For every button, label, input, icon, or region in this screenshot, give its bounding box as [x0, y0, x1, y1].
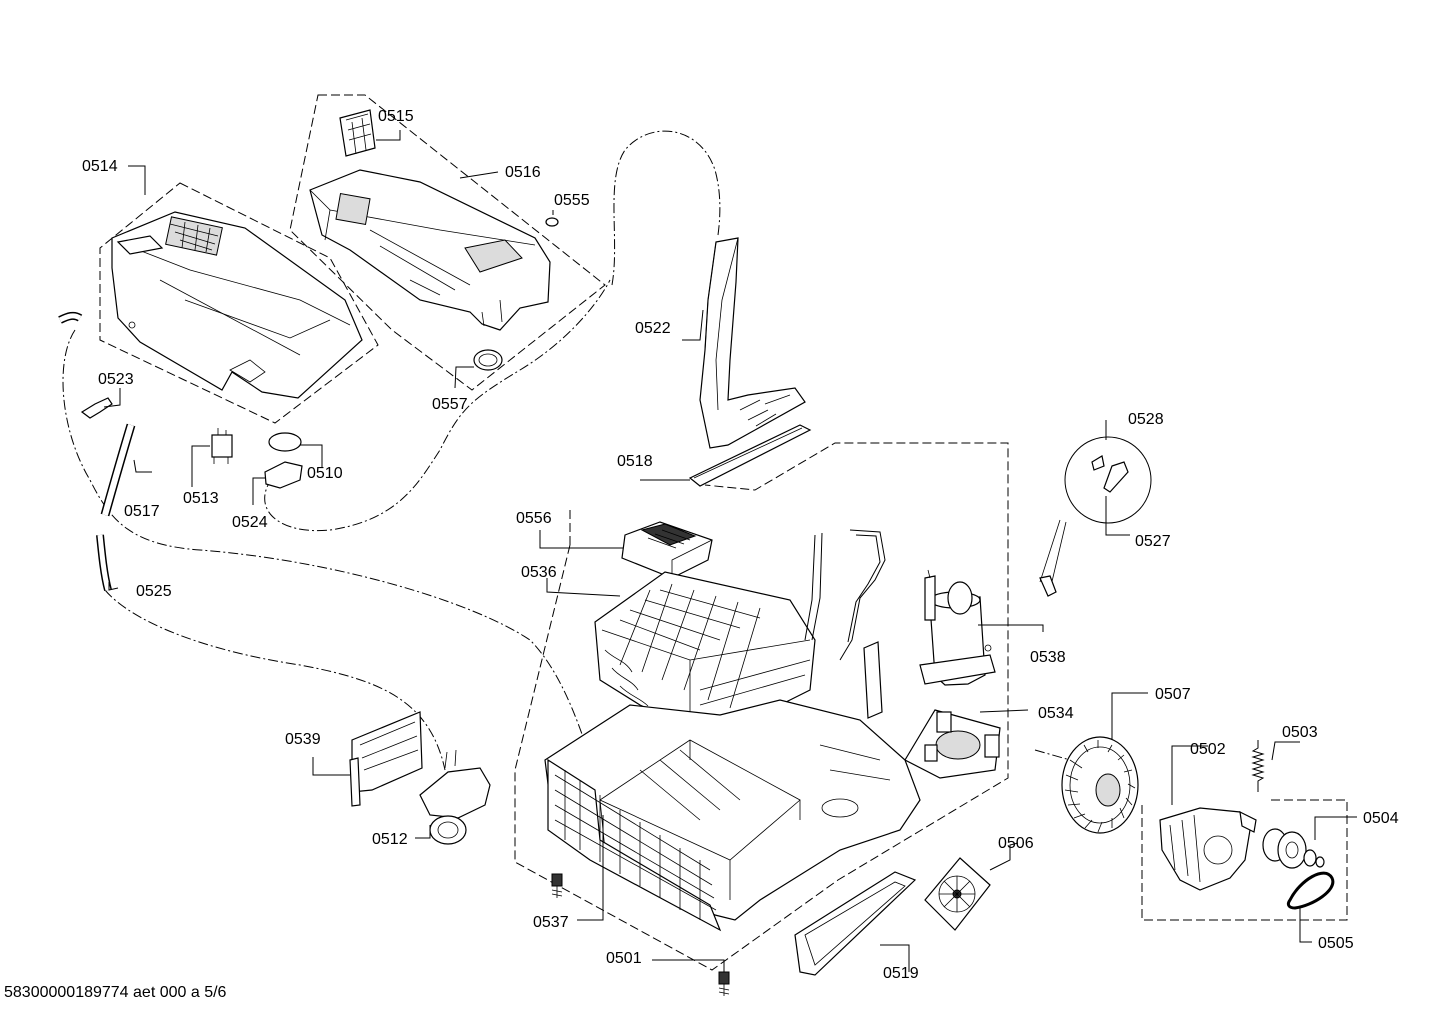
label-0534: 0534: [1038, 705, 1074, 722]
compressor-0538: [919, 569, 996, 686]
part-labels: 0514 0515 0516 0555 0557 0523 0517 0525 …: [82, 108, 1399, 982]
ring-seal-0557: [473, 349, 503, 371]
hose-upper: [58, 311, 83, 324]
label-0513: 0513: [183, 490, 219, 507]
label-0539: 0539: [285, 731, 321, 748]
label-0516: 0516: [505, 164, 541, 181]
motor-0502: [1159, 807, 1257, 891]
label-0538: 0538: [1030, 649, 1066, 666]
compressor-mount-0534: [904, 709, 1001, 779]
group-outlines: [99, 94, 1348, 971]
pulley-0504: [1262, 828, 1325, 869]
label-0518: 0518: [617, 453, 653, 470]
label-0555: 0555: [554, 192, 590, 209]
label-0537: 0537: [533, 914, 569, 931]
label-0501: 0501: [606, 950, 642, 967]
label-0536: 0536: [521, 564, 557, 581]
base-frame: [544, 699, 921, 921]
gasket-frame-0519: [794, 871, 917, 976]
label-0524: 0524: [232, 514, 268, 531]
hose-0525: [96, 534, 112, 592]
label-0556: 0556: [516, 510, 552, 527]
screw-0501: [718, 971, 730, 996]
belt-0505: [1286, 871, 1335, 910]
honeycomb-wall: [547, 758, 722, 932]
water-tray-0514: [111, 211, 363, 399]
leader-lines: [103, 130, 1357, 972]
fan-wheel-0507: [1061, 736, 1139, 834]
spring-0503: [1251, 740, 1265, 792]
label-0557: 0557: [432, 396, 468, 413]
small-cap-0555: [545, 217, 559, 227]
label-0505: 0505: [1318, 935, 1354, 952]
clip-0523: [80, 397, 113, 419]
filter-piece-0515: [339, 109, 376, 157]
pump-0512: [419, 749, 491, 845]
label-0519: 0519: [883, 965, 919, 982]
label-0503: 0503: [1282, 724, 1318, 741]
label-0514: 0514: [82, 158, 118, 175]
gasket-0524: [264, 461, 303, 489]
label-0515: 0515: [378, 108, 414, 125]
label-0523: 0523: [98, 371, 134, 388]
document-code: 58300000189774 aet 000 a 5/6: [4, 984, 227, 1001]
label-0502: 0502: [1190, 741, 1226, 758]
sensor-detail-0527-0528: [1039, 455, 1129, 597]
label-0506: 0506: [998, 835, 1034, 852]
label-0522: 0522: [635, 320, 671, 337]
top-cover-0516: [309, 169, 551, 331]
hose-routes: [62, 130, 1071, 791]
seal-strip-0518: [688, 424, 812, 487]
refrigerant-pipes: [804, 529, 886, 719]
air-duct-0522: [699, 237, 806, 449]
ring-0510: [268, 432, 302, 452]
label-0527: 0527: [1135, 533, 1171, 550]
label-0512: 0512: [372, 831, 408, 848]
label-0528: 0528: [1128, 411, 1164, 428]
label-0525: 0525: [136, 583, 172, 600]
label-0510: 0510: [307, 465, 343, 482]
label-0504: 0504: [1363, 810, 1399, 827]
control-box-0556: [621, 521, 713, 579]
sensor-0513: [211, 428, 233, 464]
screw-0537: [551, 873, 563, 898]
label-0517: 0517: [124, 503, 160, 520]
fan-0506: [924, 857, 991, 931]
bracket-0539: [349, 711, 423, 807]
hose-0517: [100, 423, 136, 517]
label-0507: 0507: [1155, 686, 1191, 703]
